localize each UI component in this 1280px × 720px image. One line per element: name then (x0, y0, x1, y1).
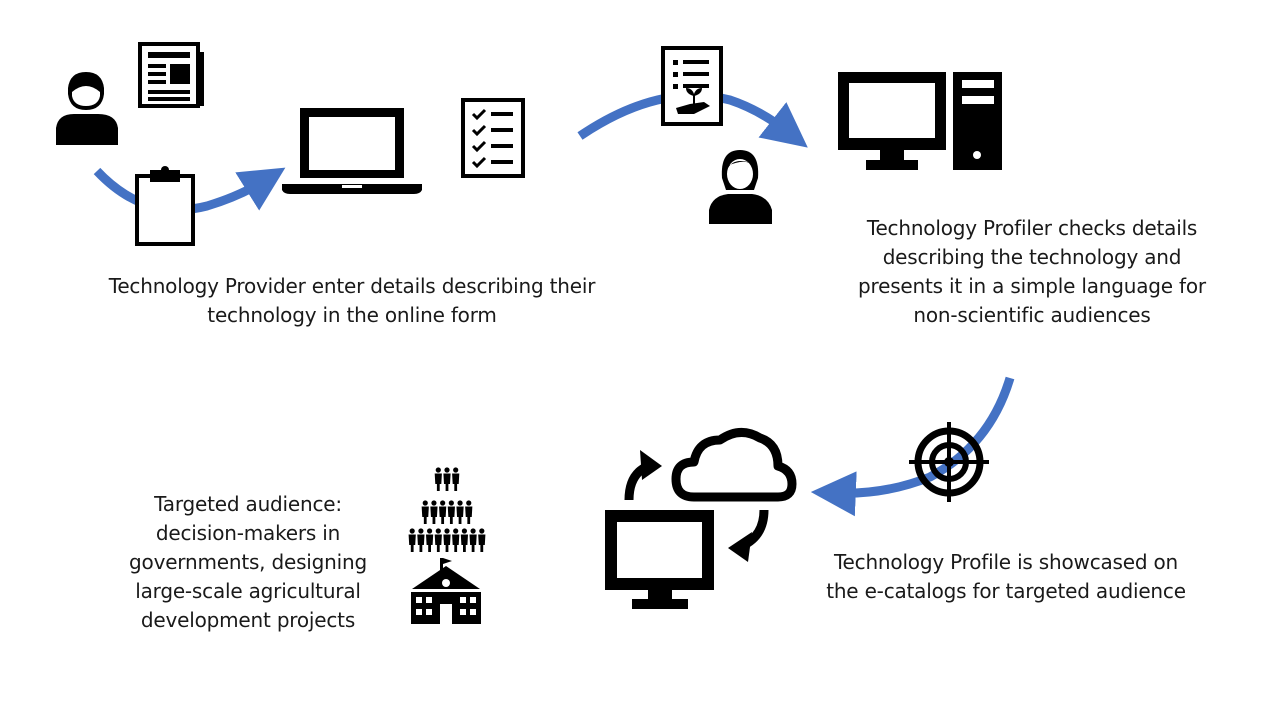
person-figure (460, 528, 468, 552)
flow-arrow-3 (810, 376, 1015, 517)
person-figure (421, 500, 429, 524)
person-figure (447, 500, 455, 524)
laptop-icon (282, 108, 422, 194)
person-figure (443, 528, 451, 552)
person-figure (469, 528, 477, 552)
person-figure (452, 528, 460, 552)
person-figure (443, 467, 451, 491)
caption-line: the e-catalogs for targeted audience (826, 579, 1186, 603)
person-figure (417, 528, 425, 552)
person-figure (465, 500, 473, 524)
newspaper-icon (138, 42, 204, 108)
showcase-caption: Technology Profile is showcased on the e-… (818, 548, 1194, 606)
person-figure (439, 500, 447, 524)
caption-line: Technology Profiler checks details (866, 216, 1198, 240)
audience-caption: Targeted audience: decision-makers in gove… (116, 490, 380, 635)
monitor-icon (605, 510, 714, 609)
woman-icon (709, 150, 772, 224)
profiler-caption: Technology Profiler checks details descri… (842, 214, 1222, 330)
cloud-icon (671, 428, 797, 502)
person-figure (430, 500, 438, 524)
person-figure (456, 500, 464, 524)
caption-line: technology in the online form (207, 303, 497, 327)
caption-line: describing the technology and (882, 245, 1182, 269)
caption-line: presents it in a simple language for (858, 274, 1206, 298)
caption-line: governments, designing (129, 550, 367, 574)
person-figure (426, 528, 434, 552)
people-pyramid-icon (408, 467, 486, 552)
caption-line: Technology Profile is showcased on (833, 550, 1179, 574)
person-figure (408, 528, 416, 552)
person-figure (478, 528, 486, 552)
person-figure (434, 528, 442, 552)
caption-line: decision-makers in (155, 521, 341, 545)
person-icon (56, 72, 118, 145)
plant-document-icon (661, 46, 723, 126)
caption-line: development projects (140, 608, 356, 632)
checklist-icon (461, 98, 525, 178)
person-figure (434, 467, 442, 491)
caption-line: Technology Provider enter details descri… (108, 274, 596, 298)
clipboard-icon (135, 166, 195, 246)
person-figure (452, 467, 460, 491)
government-building-icon (411, 558, 481, 624)
caption-line: Targeted audience: (154, 492, 342, 516)
caption-line: non-scientific audiences (913, 303, 1151, 327)
caption-line: large-scale agricultural (135, 579, 361, 603)
target-icon (909, 422, 989, 502)
flow-arrow-1 (93, 167, 286, 215)
desktop-computer-icon (838, 72, 1002, 170)
provider-caption: Technology Provider enter details descri… (90, 272, 614, 330)
sync-arrowheads (640, 450, 752, 562)
